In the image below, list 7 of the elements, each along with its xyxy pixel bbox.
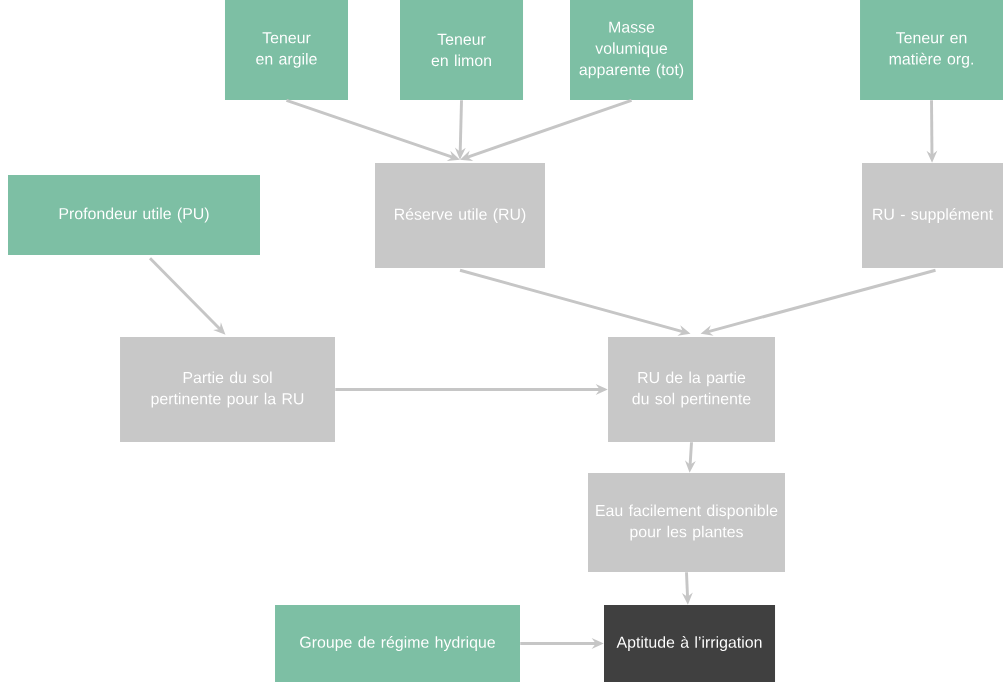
process-box: Profondeur utile (PU): [8, 175, 260, 255]
process-box: Groupe de régime hydrique: [275, 605, 520, 682]
process-box: Masse volumique apparente (tot): [570, 0, 694, 100]
process-box: Teneur en argile: [225, 0, 348, 100]
process-box: Aptitude à l’irrigation: [604, 605, 776, 682]
process-box: Teneur en limon: [400, 0, 523, 100]
process-box: Teneur en matière org.: [860, 0, 1003, 100]
